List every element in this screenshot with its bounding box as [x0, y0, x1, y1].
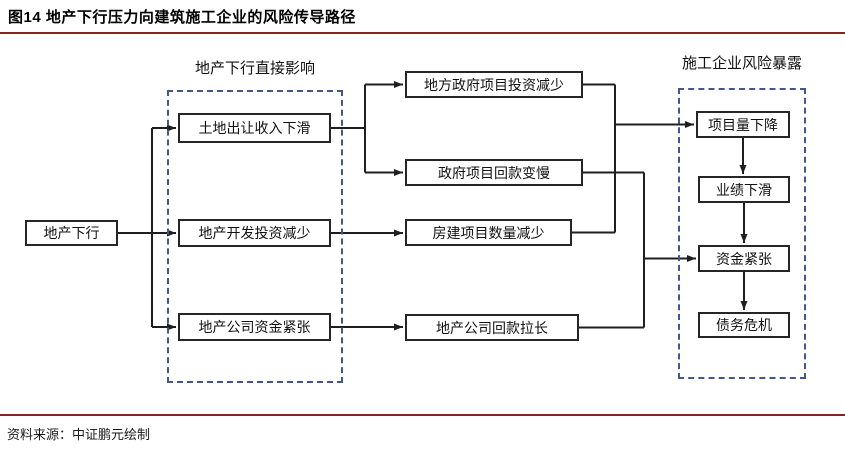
node-land-sale-income-decline: 土地出让收入下滑	[178, 113, 331, 143]
node-re-company-funds-tight: 地产公司资金紧张	[178, 313, 331, 341]
connector-plain-segments	[118, 83, 645, 329]
footer-divider	[0, 414, 845, 416]
group-box-risk-exposure	[678, 88, 806, 379]
header-divider	[0, 32, 845, 34]
node-project-volume-decline: 项目量下降	[696, 111, 790, 138]
node-funding-strain: 资金紧张	[698, 245, 790, 272]
connector-arrow-segments	[152, 81, 748, 331]
source-note: 资料来源：中证鹏元绘制	[7, 427, 151, 442]
node-debt-crisis: 债务危机	[698, 312, 790, 338]
node-local-gov-investment-decrease: 地方政府项目投资减少	[405, 71, 583, 98]
node-gov-payment-slowdown: 政府项目回款变慢	[405, 159, 583, 186]
node-real-estate-downturn: 地产下行	[25, 220, 118, 246]
node-housing-projects-decrease: 房建项目数量减少	[405, 219, 572, 246]
node-dev-investment-decrease: 地产开发投资减少	[178, 219, 331, 247]
figure-title: 图14 地产下行压力向建筑施工企业的风险传导路径	[8, 9, 356, 26]
group-label-direct-impact: 地产下行直接影响	[194, 60, 315, 77]
group-box-direct-impact	[167, 90, 343, 383]
node-re-payment-lengthened: 地产公司回款拉长	[405, 314, 579, 341]
group-label-risk-exposure: 施工企业风险暴露	[681, 55, 802, 72]
node-performance-decline: 业绩下滑	[698, 176, 790, 203]
